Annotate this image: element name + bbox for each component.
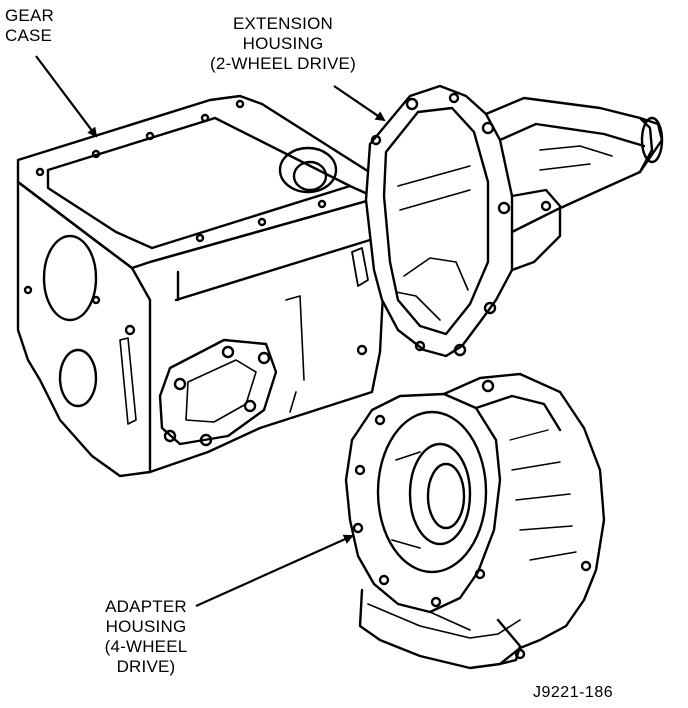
- gear-case-label-line-1: GEAR: [5, 6, 54, 25]
- gear-case-drawing: [16, 94, 390, 478]
- adapter-housing-leader: [195, 534, 354, 608]
- adapter-housing-drawing: [344, 372, 606, 670]
- leader-arrows: [35, 55, 386, 608]
- figure-id-label: J9221-186: [533, 684, 614, 701]
- extension-housing-label-line-2: HOUSING: [242, 34, 324, 53]
- adapter-housing-label-line-4: DRIVE): [116, 657, 176, 676]
- extension-housing-leader: [333, 85, 386, 122]
- gear-case-leader: [35, 55, 98, 138]
- extension-housing-drawing: [364, 84, 664, 358]
- gear-case-label-line-2: CASE: [5, 26, 53, 45]
- adapter-housing-label-line-1: ADAPTER: [105, 597, 187, 616]
- extension-housing-label-line-1: EXTENSION: [232, 14, 334, 33]
- adapter-housing-label: ADAPTER HOUSING (4-WHEEL DRIVE): [84, 597, 208, 677]
- extension-housing-label-line-3: (2-WHEEL DRIVE): [210, 54, 356, 73]
- extension-housing-label: EXTENSION HOUSING (2-WHEEL DRIVE): [194, 14, 372, 74]
- gear-case-label: GEAR CASE: [5, 6, 54, 46]
- adapter-housing-label-line-3: (4-WHEEL: [104, 637, 188, 656]
- adapter-housing-label-line-2: HOUSING: [105, 617, 187, 636]
